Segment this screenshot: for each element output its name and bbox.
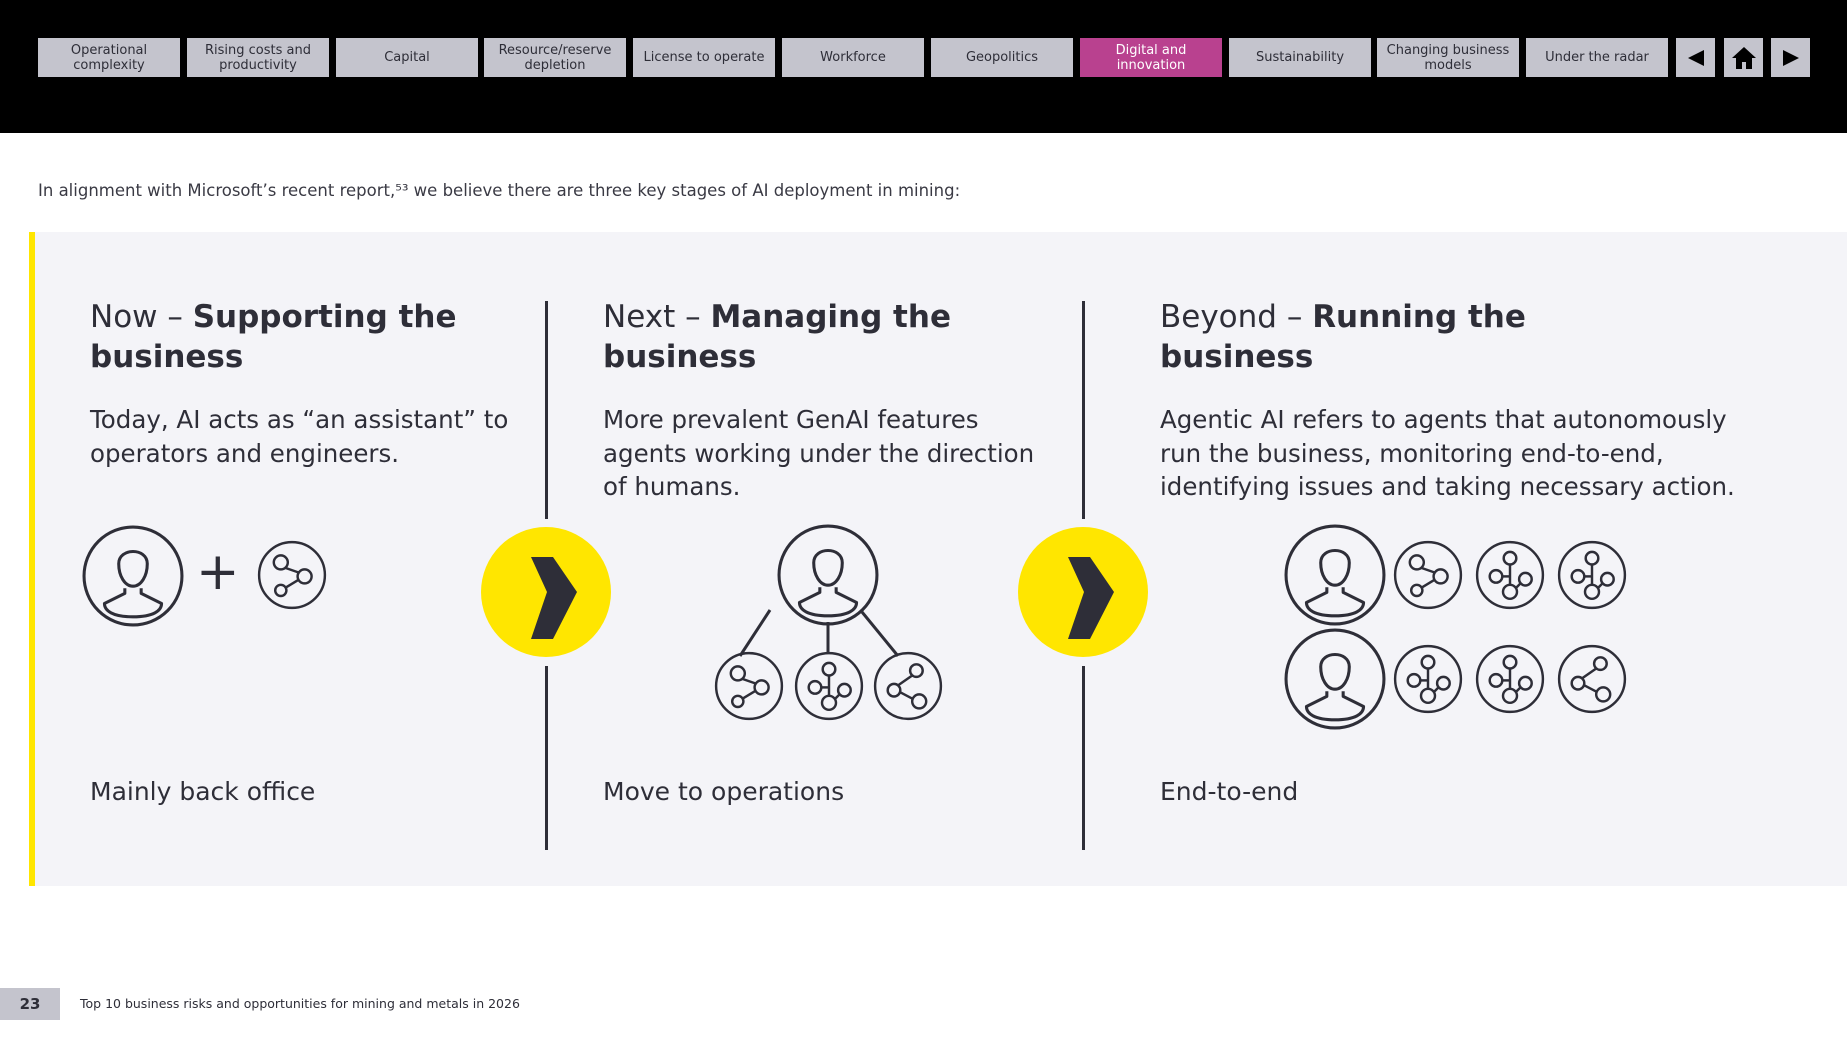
home-icon <box>1731 46 1756 69</box>
divider-line-2-top <box>1082 301 1085 519</box>
divider-line-2-bottom <box>1082 666 1085 850</box>
person-icon <box>1284 628 1386 730</box>
prev-page-button[interactable] <box>1676 38 1715 77</box>
triangle-left-icon <box>1687 49 1704 66</box>
chevron-right-icon <box>1068 557 1114 639</box>
hierarchy-connectors <box>738 609 900 657</box>
tab-resource-depletion[interactable]: Resource/reserve depletion <box>484 38 626 77</box>
network-agent-icon <box>714 651 784 721</box>
stage-beyond-title: Beyond – Running the business <box>1160 297 1630 377</box>
tab-license-to-operate[interactable]: License to operate <box>633 38 775 77</box>
stage-arrow-1 <box>481 527 611 657</box>
divider-line-1-top <box>545 301 548 519</box>
stage-now-title-bold: Supporting the business <box>90 299 457 375</box>
stage-now-title-prefix: Now – <box>90 299 193 335</box>
stage-beyond-title-prefix: Beyond – <box>1160 299 1313 335</box>
stage-beyond-footer: End-to-end <box>1160 777 1299 806</box>
divider-line-1-bottom <box>545 666 548 850</box>
network-agent-icon <box>1475 644 1545 714</box>
stage-next-title: Next – Managing the business <box>603 297 1073 377</box>
network-agent-icon <box>1393 540 1463 610</box>
network-agent-icon <box>873 651 943 721</box>
person-icon <box>82 525 184 627</box>
stage-now-body: Today, AI acts as “an assistant” to oper… <box>90 405 509 468</box>
document-title-footer: Top 10 business risks and opportunities … <box>80 996 520 1011</box>
intro-text: In alignment with Microsoft’s recent rep… <box>38 181 961 200</box>
next-page-button[interactable] <box>1771 38 1810 77</box>
stage-next-title-prefix: Next – <box>603 299 711 335</box>
stage-beyond-title-bold: Running the business <box>1160 299 1526 375</box>
tab-operational-complexity[interactable]: Operational complexity <box>38 38 180 77</box>
network-agent-icon <box>1393 644 1463 714</box>
stages-panel <box>29 232 1847 886</box>
plus-sign: + <box>196 542 240 602</box>
stage-now-footer: Mainly back office <box>90 777 316 806</box>
tab-under-the-radar[interactable]: Under the radar <box>1526 38 1668 77</box>
tab-rising-costs[interactable]: Rising costs and productivity <box>187 38 329 77</box>
stage-next-title-bold: Managing the business <box>603 299 951 375</box>
network-agent-icon <box>1557 644 1627 714</box>
stage-next-body: More prevalent GenAI features agents wor… <box>603 405 1035 501</box>
tab-sustainability[interactable]: Sustainability <box>1229 38 1371 77</box>
tab-changing-business-models[interactable]: Changing business models <box>1377 38 1519 77</box>
network-agent-icon <box>1557 540 1627 610</box>
panel-accent-bar <box>29 232 35 886</box>
tab-workforce[interactable]: Workforce <box>782 38 924 77</box>
top-nav-bar: Operational complexity Rising costs and … <box>0 0 1847 133</box>
stage-now-title: Now – Supporting the business <box>90 297 560 377</box>
stage-next-footer: Move to operations <box>603 777 845 806</box>
person-icon <box>777 524 879 626</box>
tab-geopolitics[interactable]: Geopolitics <box>931 38 1073 77</box>
stage-arrow-2 <box>1018 527 1148 657</box>
person-icon <box>1284 524 1386 626</box>
tab-capital[interactable]: Capital <box>336 38 478 77</box>
home-button[interactable] <box>1724 38 1763 77</box>
triangle-right-icon <box>1782 49 1799 66</box>
stage-beyond-body: Agentic AI refers to agents that autonom… <box>1160 405 1735 501</box>
chevron-right-icon <box>531 557 577 639</box>
network-agent-icon <box>257 540 327 610</box>
network-agent-icon <box>794 651 864 721</box>
network-agent-icon <box>1475 540 1545 610</box>
tab-digital-innovation[interactable]: Digital and innovation <box>1080 38 1222 77</box>
page-number: 23 <box>0 988 60 1020</box>
